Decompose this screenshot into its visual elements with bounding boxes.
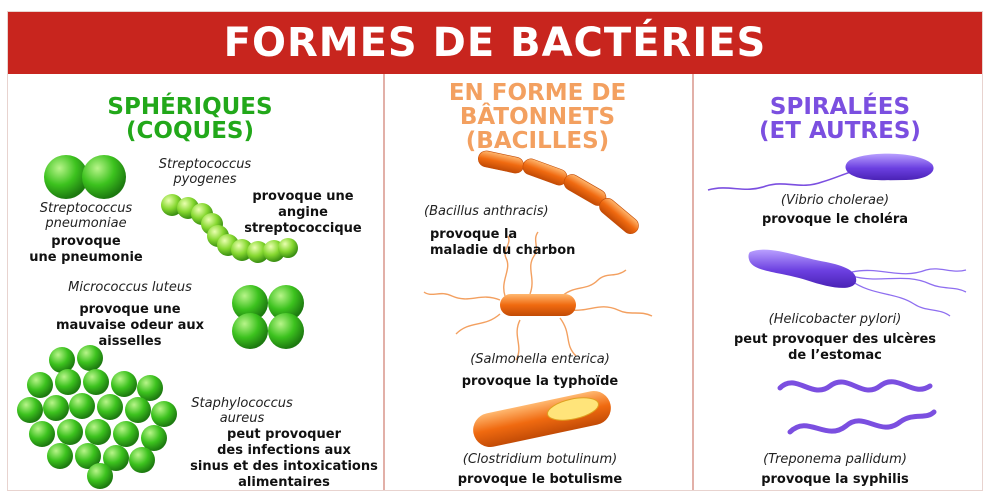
pneumoniae-desc-line2: une pneumonie	[29, 250, 143, 265]
spiralees-title-line1: SPIRALÉES	[769, 94, 911, 120]
pyogenes-chain-image	[161, 194, 298, 263]
pyogenes-name-line1: Streptococcus	[158, 157, 252, 172]
pneumoniae-name-line1: Streptococcus	[39, 201, 133, 216]
batonnets-title-line1: EN FORME DE	[448, 80, 627, 106]
helicobacter-desc-line1: peut provoquer des ulcères	[733, 332, 937, 347]
column-divider-left	[383, 74, 385, 490]
pneumoniae-diplococcus-image	[44, 155, 126, 199]
clostridium-name: (Clostridium botulinum)	[462, 452, 618, 467]
spheriques-title-line1: SPHÉRIQUES	[107, 94, 273, 120]
vibrio-image	[707, 153, 934, 191]
clostridium-desc: provoque le botulisme	[457, 472, 623, 487]
clostridium-rod-image	[473, 390, 611, 448]
pyogenes-desc-line3: streptococcique	[244, 221, 362, 236]
page-title: FORMES DE BACTÉRIES	[8, 12, 982, 74]
anthracis-name: (Bacillus anthracis)	[424, 204, 549, 219]
anthracis-desc-line1: provoque la	[430, 227, 518, 242]
treponema-image	[777, 379, 937, 435]
helicobacter-desc-line2: de l’estomac	[788, 348, 882, 363]
staphylococcus-name-line2: aureus	[219, 411, 265, 426]
micrococcus-desc-line3: aisselles	[98, 334, 162, 349]
anthracis-rod-chain-image	[478, 150, 639, 234]
vibrio-desc: provoque le choléra	[761, 212, 909, 227]
batonnets-title-line3: (BACILLES)	[465, 128, 610, 154]
column-divider-right	[692, 74, 694, 490]
vibrio-name: (Vibrio cholerae)	[780, 193, 890, 208]
pyogenes-name-line2: pyogenes	[173, 172, 237, 187]
anthracis-desc-line2: maladie du charbon	[430, 243, 576, 258]
micrococcus-tetrad-image	[232, 285, 304, 349]
pneumoniae-desc-line1: provoque	[51, 234, 121, 249]
staphylococcus-cluster-image	[17, 345, 177, 489]
micrococcus-desc-line2: mauvaise odeur aux	[55, 318, 204, 333]
spheriques-title-line2: (COQUES)	[126, 118, 254, 144]
staphylococcus-desc-line2: des infections aux	[217, 443, 351, 458]
micrococcus-name: Micrococcus luteus	[68, 280, 192, 295]
salmonella-name: (Salmonella enterica)	[470, 352, 610, 367]
treponema-desc: provoque la syphilis	[761, 472, 909, 487]
treponema-name: (Treponema pallidum)	[763, 452, 907, 467]
staphylococcus-name-line1: Staphylococcus	[191, 396, 293, 411]
pneumoniae-name-line2: pneumoniae	[45, 216, 127, 231]
salmonella-desc: provoque la typhoïde	[461, 374, 619, 389]
micrococcus-desc-line1: provoque une	[79, 302, 181, 317]
pyogenes-desc-line2: angine	[278, 205, 328, 220]
spiralees-title-line2: (ET AUTRES)	[759, 118, 921, 144]
salmonella-flagellated-rod-image	[423, 231, 653, 361]
pyogenes-desc-line1: provoque une	[252, 189, 354, 204]
helicobacter-image	[748, 249, 967, 317]
staphylococcus-desc-line4: alimentaires	[238, 475, 330, 490]
staphylococcus-desc-line1: peut provoquer	[227, 427, 341, 442]
helicobacter-name: (Helicobacter pylori)	[768, 312, 902, 327]
batonnets-title-line2: BÂTONNETS	[459, 104, 616, 130]
staphylococcus-desc-line3: sinus et des intoxications	[190, 459, 378, 474]
